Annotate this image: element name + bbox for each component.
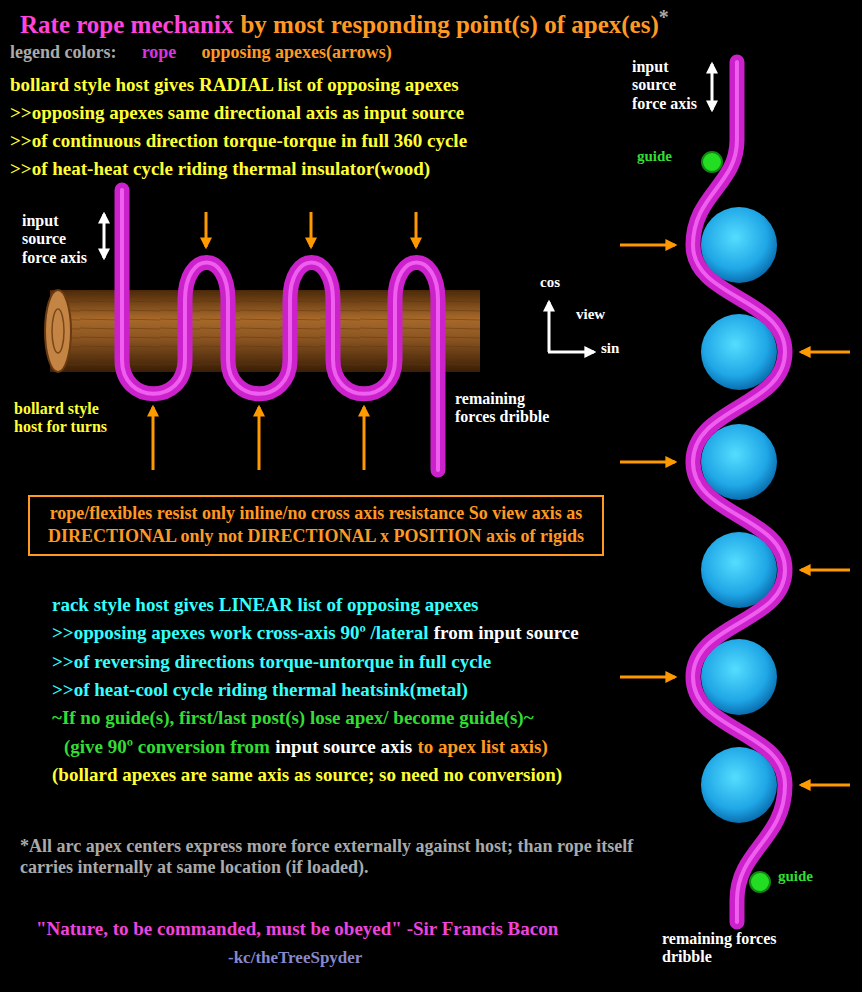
label: (give 90º conversion from [64,736,270,757]
label: by most responding point(s) of apex(es) [240,11,658,38]
title: Rate rope mechanix [20,11,233,38]
text-line: sin [601,340,619,357]
label: >>opposing apexes work cross-axis 90º /l… [52,622,428,643]
label: * [659,6,669,28]
text-line: input source force axis [632,58,704,113]
label: input source force axis [22,212,87,266]
apex-arrow [415,212,418,247]
label: >>of reversing directions torque-untorqu… [52,651,491,672]
text-line: remaining forces dribble [455,390,555,427]
apex-arrow [205,212,208,247]
legend-swatch: rope [142,42,177,62]
apex-arrow [801,351,850,354]
label: remaining forces dribble [662,930,777,965]
rope [122,190,438,470]
text-line: legend colors: rope opposing apexes(arrows… [10,42,392,63]
note-text: rope/flexibles resist only inline/no cro… [38,502,594,547]
legend-swatch: opposing apexes(arrows) [202,42,392,62]
label: rack style host gives LINEAR list of opp… [52,594,478,615]
text-line: >>of heat-heat cycle riding thermal insu… [10,158,430,180]
label: (bollard apexes are same axis as source;… [52,764,562,785]
label: *All arc apex centers express more force… [20,836,633,877]
apex-arrow [620,461,675,464]
label: >>opposing apexes same directional axis … [10,102,464,123]
text-line: >>opposing apexes same directional axis … [10,102,464,124]
label: -kc/theTreeSpyder [228,948,362,967]
apex-arrow [620,244,675,247]
text-line: (bollard apexes are same axis as source;… [52,764,562,786]
label: from input source [434,622,579,643]
text-line: "Nature, to be commanded, must be obeyed… [36,918,558,940]
text-line: rack style host gives LINEAR list of opp… [52,594,478,616]
force-axis-arrow [103,214,106,258]
apex-arrow [801,569,850,572]
legend-text: opposing apexes(arrows) [202,42,392,62]
rope-highlight [122,190,438,470]
text-line: view [576,306,605,323]
apex-arrows [620,245,850,785]
label: remaining forces dribble [455,390,549,425]
force-axis-arrow [711,64,714,110]
note-box: rope/flexibles resist only inline/no cro… [28,495,604,556]
apex-arrow [258,407,261,470]
text-line: >>of continuous direction torque-torque … [10,130,467,152]
text-line: remaining forces dribble [662,930,812,967]
log-end [45,290,71,372]
text-line: guide [637,148,672,165]
guide-dot [750,872,770,892]
text-line: guide [778,868,813,885]
apex-arrow [310,212,313,247]
rope-highlight [693,62,785,922]
label: >>of heat-cool cycle riding thermal heat… [52,679,468,700]
label: "Nature, to be commanded, must be obeyed… [36,918,558,939]
label: input source force axis [632,58,697,112]
text-line: cos [540,274,560,291]
text-line: -kc/theTreeSpyder [228,948,362,968]
sin-axis [548,351,594,354]
apex-arrow [620,676,675,679]
legend-text: rope [142,42,177,62]
label: bollard style host for turns [14,400,107,435]
apex-arrows [153,212,416,470]
text-line: Rate rope mechanix by most responding poi… [20,6,669,40]
text-line: bollard style host for turns [14,400,126,437]
label: bollard style host gives RADIAL list of … [10,74,459,95]
log-ring [52,309,64,353]
apex-arrow [801,784,850,787]
label: view [576,306,605,322]
cos-axis [548,302,551,352]
label: ~If no guide(s), first/last post(s) lose… [52,707,534,728]
label: cos [540,274,560,290]
label: guide [778,868,813,884]
text-line: >>of heat-cool cycle riding thermal heat… [52,679,468,701]
apex-arrow [363,407,366,470]
label: guide [637,148,672,164]
label: input source axis [275,736,412,757]
text-line: input source force axis [22,212,94,267]
guide-dot [702,152,722,172]
label: legend colors: [10,42,116,62]
label: sin [601,340,619,356]
text-line: bollard style host gives RADIAL list of … [10,74,459,96]
label: >>of continuous direction torque-torque … [10,130,467,151]
label: to apex list axis) [417,736,547,757]
text-line: *All arc apex centers express more force… [20,836,650,877]
text-line: >>opposing apexes work cross-axis 90º /l… [52,622,579,644]
text-line: ~If no guide(s), first/last post(s) lose… [52,707,534,729]
text-line: >>of reversing directions torque-untorqu… [52,651,491,673]
apex-arrow [152,407,155,470]
label: >>of heat-heat cycle riding thermal insu… [10,158,430,179]
text-line: (give 90º conversion frominput source ax… [64,736,548,758]
rope [693,62,785,922]
